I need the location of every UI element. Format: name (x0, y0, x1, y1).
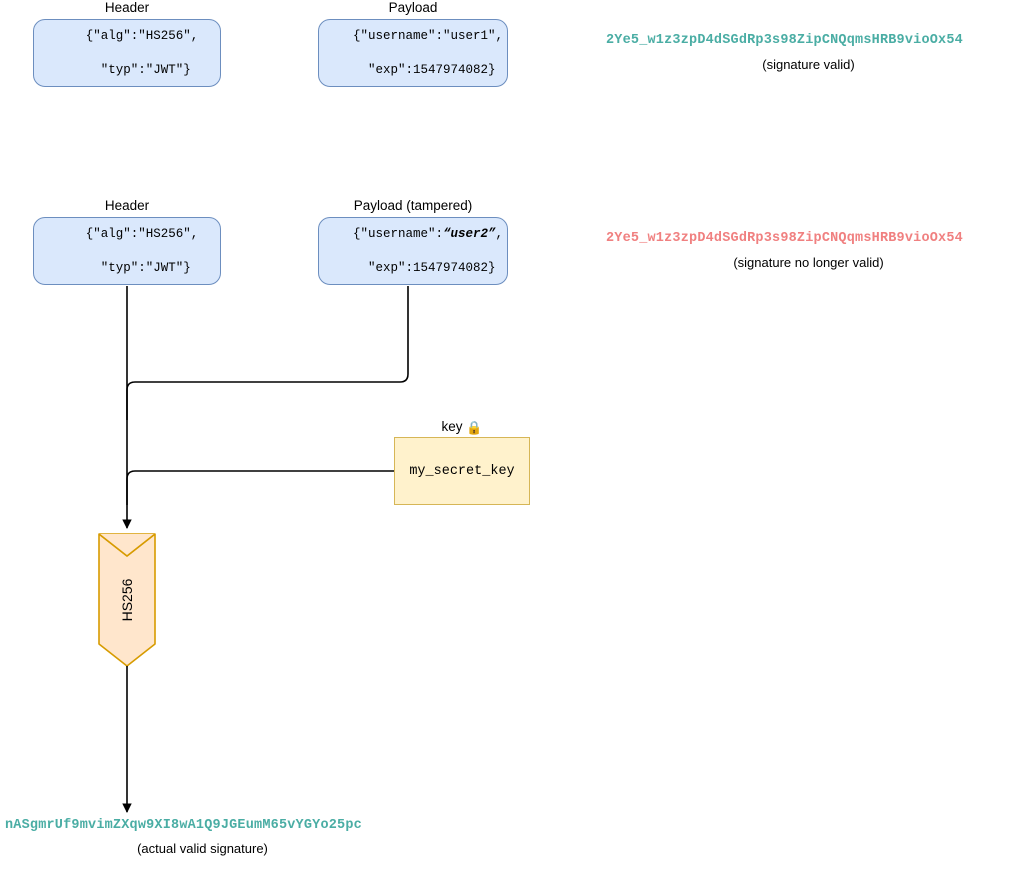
row2-header-line2: "typ":"JWT"} (93, 260, 191, 275)
row1-payload-box: {"username":"user1", "exp":1547974082} (318, 19, 508, 87)
row2-header-line1: {"alg":"HS256", (85, 226, 199, 241)
hs256-chevron-notch (98, 533, 156, 557)
row2-signature: 2Ye5_w1z3zpD4dSGdRp3s98ZipCNQqmsHRB9vioO… (606, 231, 963, 246)
edge-key-to-hs256 (126, 470, 394, 505)
row2-payload-line2: "exp":1547974082} (360, 260, 496, 275)
key-label: key 🔒 (394, 419, 530, 436)
row2-payload-label: Payload (tampered) (353, 198, 473, 213)
row2-payload-content: {"username":“user2”, "exp":1547974082} (323, 209, 503, 294)
row1-header-line2: "typ":"JWT"} (93, 62, 191, 77)
row1-payload-label: Payload (388, 0, 438, 15)
row2-payload-tampered-value: “user2” (443, 226, 496, 241)
row1-payload-line2: "exp":1547974082} (360, 62, 496, 77)
lock-icon: 🔒 (466, 420, 483, 435)
key-value: my_secret_key (409, 463, 515, 479)
row1-header-label: Header (104, 0, 150, 15)
result-signature-note: (actual valid signature) (137, 841, 268, 856)
edge-payload-to-hs256 (126, 286, 409, 420)
row1-header-content: {"alg":"HS256", "typ":"JWT"} (56, 11, 199, 96)
key-label-text: key (441, 419, 463, 434)
row2-payload-prefix: {"username": (352, 226, 443, 241)
row2-signature-note: (signature no longer valid) (733, 255, 884, 270)
row2-header-label: Header (104, 198, 150, 213)
row1-header-box: {"alg":"HS256", "typ":"JWT"} (33, 19, 221, 87)
row1-payload-content: {"username":"user1", "exp":1547974082} (323, 11, 503, 96)
row1-payload-line1: {"username":"user1", (352, 28, 504, 43)
row1-signature-note: (signature valid) (762, 57, 855, 72)
row2-header-content: {"alg":"HS256", "typ":"JWT"} (56, 209, 199, 294)
row2-header-box: {"alg":"HS256", "typ":"JWT"} (33, 217, 221, 285)
result-signature: nASgmrUf9mvimZXqw9XI8wA1Q9JGEumM65vYGYo2… (5, 818, 362, 833)
row2-payload-box: {"username":“user2”, "exp":1547974082} (318, 217, 508, 285)
row1-signature: 2Ye5_w1z3zpD4dSGdRp3s98ZipCNQqmsHRB9vioO… (606, 33, 963, 48)
row1-header-line1: {"alg":"HS256", (85, 28, 199, 43)
key-box: my_secret_key (394, 437, 530, 505)
row2-payload-suffix: , (495, 226, 504, 241)
